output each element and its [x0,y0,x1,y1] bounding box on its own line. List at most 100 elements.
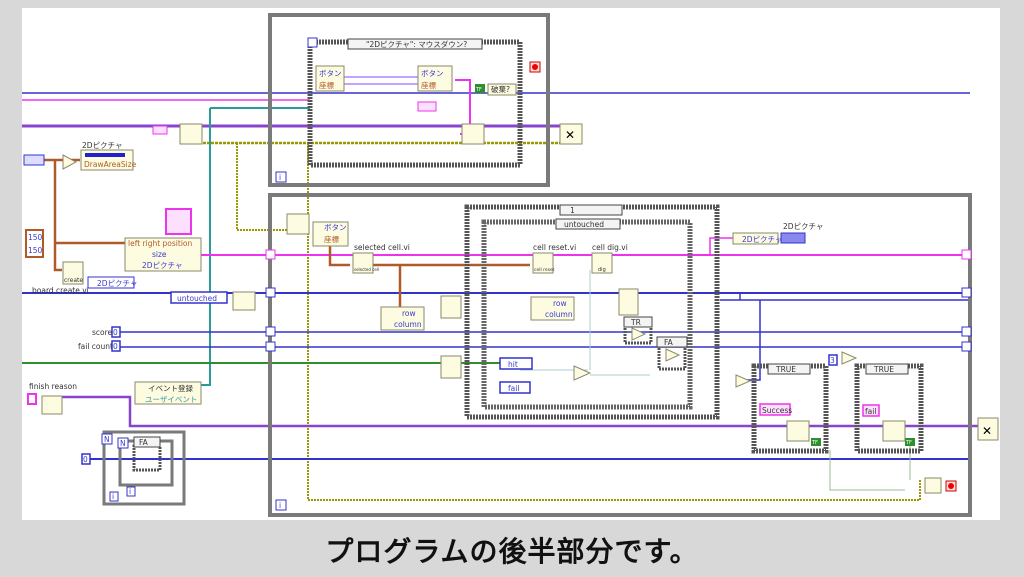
select-node[interactable] [573,365,592,381]
fail-count-constant[interactable] [111,340,121,352]
wire-refnum-vertical [200,108,211,386]
tr-case-selector[interactable] [623,316,653,328]
true-constant-1[interactable] [811,438,821,446]
picture-refnum-label: 2Dピクチャ [97,279,137,288]
wires [22,76,980,501]
picture-property-node-main[interactable] [732,232,779,245]
bundle-by-name-node[interactable] [124,237,202,272]
equal-node-2[interactable] [841,351,858,365]
hit-enum-constant[interactable] [499,357,533,370]
pink-constant[interactable] [417,101,437,112]
success-string-constant[interactable] [759,403,791,416]
finish-reason-control[interactable] [27,393,37,405]
row-column-unbundle[interactable] [380,306,425,331]
selected-cell-vi[interactable] [352,252,374,274]
create-user-event-finish[interactable] [41,395,63,415]
wire-picture-ref [709,237,735,255]
bundle-field-size: size [152,250,167,259]
event-structure-node-main[interactable] [286,213,310,235]
inner-row-column-unbundle[interactable] [530,296,575,321]
true-constant-2[interactable] [905,438,915,446]
shift-register-left[interactable] [265,249,276,260]
const-3[interactable] [828,354,838,366]
picture-refnum[interactable] [87,276,135,289]
user-event-generate-node[interactable] [461,123,485,145]
increment-node-2[interactable] [665,348,681,362]
event-structure[interactable] [307,39,523,168]
shift-register-left[interactable] [265,287,276,298]
event-unbundle-node[interactable] [315,65,345,92]
caption: プログラムの後半部分です。 [325,535,699,568]
register-events-node[interactable] [134,381,202,405]
size-height-value[interactable]: 150 [28,246,43,255]
fa-case-selector-main[interactable] [656,336,688,348]
shift-register-left[interactable] [265,326,276,337]
column-label: column [394,320,422,329]
inner-case-selector[interactable] [555,218,621,230]
destroy-user-event-node[interactable] [977,417,999,441]
outer-case-selector[interactable] [559,204,623,216]
fail-count-label: fail count [78,342,113,351]
picture-constant[interactable] [165,208,192,235]
outer-iteration-label: i [112,492,114,501]
size-cluster-constant[interactable] [25,229,44,258]
true-case-selector-1[interactable] [767,363,811,375]
iteration-terminal-main [275,499,287,511]
user-event-label: ユーザイベント [145,395,197,404]
or-node[interactable] [924,477,942,494]
event-case-selector[interactable] [347,38,483,50]
board-create-vi[interactable] [62,261,84,285]
destroy-icon: ✕ [565,128,575,142]
bundle-field-position: left right position [128,239,192,248]
draw-area-size-label: DrawAreaSize [84,160,137,169]
true-constant[interactable] [475,84,485,93]
score-constant[interactable] [111,326,121,338]
create-user-event-node[interactable] [179,123,203,145]
fa-case-selector[interactable] [133,436,161,448]
bundle-field-button: ボタン [421,69,444,78]
picture-output-indicator[interactable] [780,232,806,244]
shift-register-left[interactable] [265,341,276,352]
outer-for-loop[interactable] [102,430,186,506]
zero-constant[interactable] [81,453,91,465]
untouched-enum-constant[interactable] [170,291,228,304]
increment-node-1[interactable] [631,327,647,341]
event-bundle-node[interactable] [417,65,453,92]
main-unbundle-node[interactable] [312,221,349,247]
true-case-selector-2[interactable] [865,363,909,375]
outer-iteration-terminal [109,491,119,502]
block-diagram: "2Dピクチャ": マウスダウン? ボタン 座標 ボタン 座標 TF 破棄? ✕… [22,13,999,517]
main-while-loop[interactable] [268,193,972,517]
shift-register-right[interactable] [961,287,972,298]
cell-reset-vi[interactable] [532,252,554,274]
index-array-node-2[interactable] [440,355,462,379]
discard-label: 破棄? [491,84,510,94]
shift-register-right[interactable] [961,249,972,260]
array-constant[interactable] [23,154,45,166]
index-array-node-1[interactable] [440,295,462,319]
destroy-icon-main: ✕ [982,424,992,438]
fail-enum-label: fail [508,384,519,393]
fail-enum-constant[interactable] [499,381,531,394]
generate-event-success[interactable] [786,420,810,442]
initialize-array-node[interactable] [232,291,256,311]
inner-case-structure[interactable] [481,219,693,410]
destroy-event-node-top[interactable] [559,123,583,145]
multiply-node[interactable] [62,154,78,170]
event-type-constant[interactable] [152,125,168,135]
equal-node-1[interactable] [735,374,752,388]
wire-error-main [236,143,921,501]
size-width-value[interactable]: 150 [28,233,43,242]
cell-reset-label: cell reset.vi [533,243,576,252]
inner-column-label: column [545,310,573,319]
fail-string-constant[interactable] [862,404,880,417]
cell-dig-vi[interactable] [591,252,613,274]
selected-cell-icon-label: selected cell [354,267,379,272]
shift-register-right[interactable] [961,341,972,352]
event-while-loop[interactable] [268,13,550,187]
fa-case-label-main: FA [664,338,674,347]
tf-const-2: TF [905,440,912,446]
shift-register-right[interactable] [961,326,972,337]
inner-index-array-node[interactable] [618,288,639,316]
generate-event-fail[interactable] [882,420,906,442]
